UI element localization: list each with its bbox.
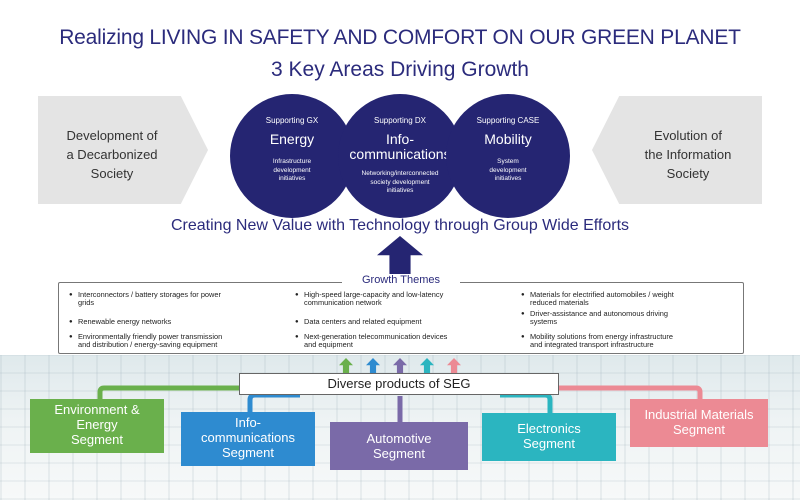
infocommunications-segment: Info- communications Segment xyxy=(181,412,315,466)
theme-item: Materials for electrified automobiles / … xyxy=(521,290,739,308)
infocommunications-support-label: Supporting DX xyxy=(373,116,427,125)
mobility-support-label: Supporting CASE xyxy=(476,116,540,125)
theme-item: High-speed large-capacity and low-latenc… xyxy=(295,290,517,308)
theme-item: Renewable energy networks xyxy=(69,317,289,327)
energy-circle: Supporting GX Energy Infrastructure deve… xyxy=(230,94,354,218)
diverse-products-box: Diverse products of SEG xyxy=(239,373,559,395)
main-title: Realizing LIVING IN SAFETY AND COMFORT O… xyxy=(59,26,741,49)
up-arrow-icon xyxy=(377,236,423,276)
infocommunications-title: Info- communications xyxy=(349,131,451,162)
theme-item: Data centers and related equipment xyxy=(295,317,517,327)
theme-item: Interconnectors / battery storages for p… xyxy=(69,290,289,308)
infocommunications-circle: Supporting DX Info- communications Netwo… xyxy=(338,94,462,218)
infocommunications-description: Networking/interconnected society develo… xyxy=(361,170,439,194)
automotive-segment: Automotive Segment xyxy=(330,422,468,470)
energy-description: Infrastructure development initiatives xyxy=(272,158,312,182)
subtitle: 3 Key Areas Driving Growth xyxy=(271,58,529,81)
decarbonized-society-arrow: Development of a Decarbonized Society xyxy=(38,96,208,204)
mobility-title: Mobility xyxy=(484,131,532,147)
growth-themes-box: Interconnectors / battery storages for p… xyxy=(58,282,744,354)
creating-value-text: Creating New Value with Technology throu… xyxy=(170,217,630,234)
energy-support-label: Supporting GX xyxy=(265,116,319,125)
mobility-description: System development initiatives xyxy=(489,158,527,182)
theme-item: Driver-assistance and autonomous driving… xyxy=(521,309,739,327)
theme-item: Mobility solutions from energy infrastru… xyxy=(521,332,739,350)
electronics-segment: Electronics Segment xyxy=(482,413,616,461)
environment-energy-segment: Environment & Energy Segment xyxy=(30,399,164,453)
information-society-arrow: Evolution of the Information Society xyxy=(592,96,762,204)
theme-item: Next-generation telecommunication device… xyxy=(295,332,517,350)
industrial-materials-segment: Industrial Materials Segment xyxy=(630,399,768,447)
growth-themes-label: Growth Themes xyxy=(342,274,460,286)
mobility-circle: Supporting CASE Mobility System developm… xyxy=(446,94,570,218)
energy-title: Energy xyxy=(269,131,315,147)
information-society-label: Evolution of the Information Society xyxy=(644,128,732,181)
theme-item: Environmentally friendly power transmiss… xyxy=(69,332,289,350)
decarbonized-society-label: Development of a Decarbonized Society xyxy=(66,128,158,181)
